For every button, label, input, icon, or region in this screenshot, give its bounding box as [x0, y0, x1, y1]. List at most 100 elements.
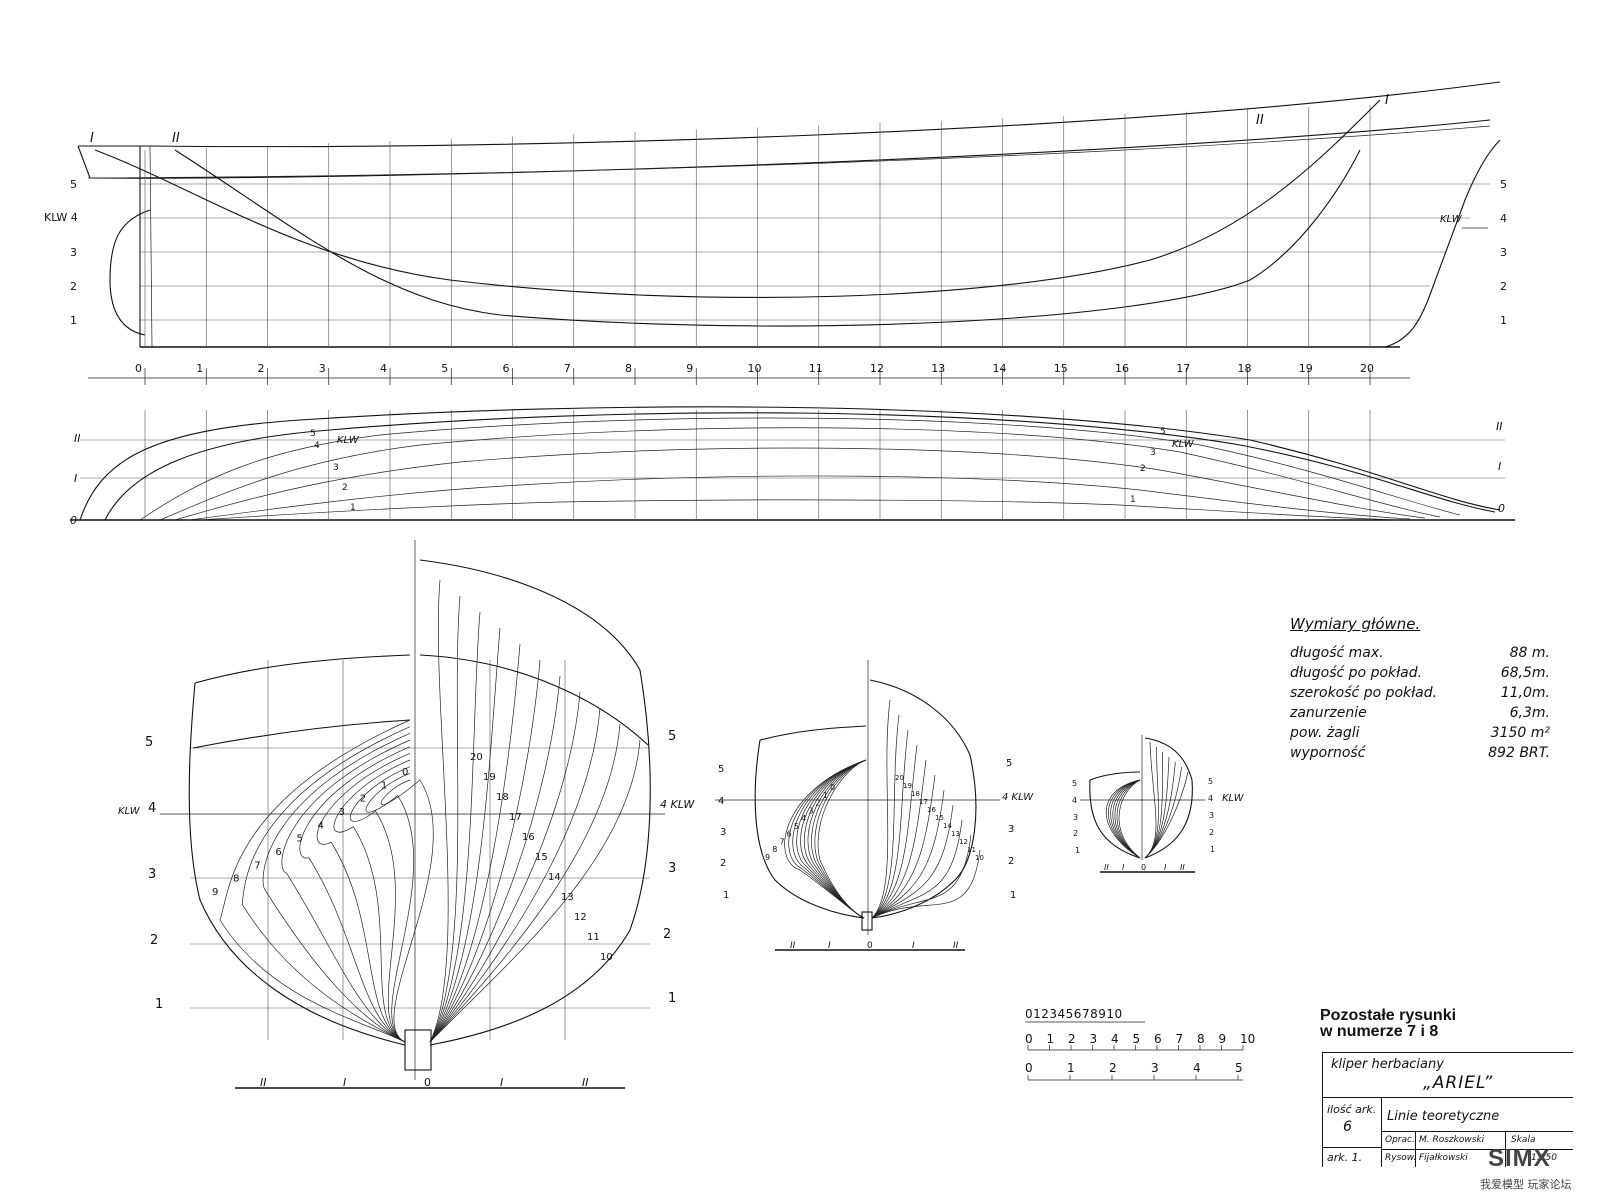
profile-station-label: 2	[258, 362, 265, 375]
bl-aft-section-label: 7	[254, 860, 260, 871]
bl-aft-section-curve	[349, 766, 411, 1043]
dimension-row: długość po pokład.68,5m.	[1290, 663, 1550, 683]
title-block-header: kliper herbaciany „ARIEL”	[1323, 1053, 1573, 1098]
profile-station-label: 13	[931, 362, 945, 375]
scale-label: Skala	[1511, 1135, 1536, 1145]
bl-aft-section-curve	[241, 726, 411, 1043]
scale-bar-3-label: 1	[1067, 1061, 1075, 1075]
profile-wl-label: 2	[1500, 280, 1507, 293]
bl-fore-section-curve	[429, 595, 461, 1043]
hb-label: II	[74, 432, 81, 445]
profile-wl-label: 5	[70, 178, 77, 191]
bs-wl-label: 3	[1073, 813, 1078, 822]
bl-fore-section-curve	[429, 691, 581, 1043]
designed-label: Oprac.	[1385, 1135, 1415, 1145]
bl-aft-section-curve	[262, 733, 411, 1043]
bl-wl-label: 5	[668, 729, 676, 744]
dimensions-title: Wymiary główne.	[1290, 615, 1421, 633]
vessel-type: kliper herbaciany	[1331, 1057, 1444, 1072]
bm-aft-section-label: 5	[794, 822, 799, 831]
bm-fore-section-label: 18	[911, 790, 920, 798]
bm-fore-section-curve	[871, 834, 972, 919]
bl-fore-section-curve	[429, 659, 541, 1043]
profile-station-label: 15	[1054, 362, 1068, 375]
bm-wl-label: 5	[1006, 758, 1012, 769]
watermark-subtitle: 我爱模型 玩家论坛	[1480, 1178, 1572, 1191]
bl-wl-label: 5	[145, 735, 153, 750]
bm-aft-section-curve	[807, 759, 867, 919]
bl-wl-label: 2	[150, 933, 158, 948]
bl-wl-label: 4 KLW	[660, 798, 695, 811]
bl-fore-section-curve	[429, 675, 561, 1043]
bm-wl-label: 4	[718, 796, 724, 807]
profile-station-label: 18	[1238, 362, 1252, 375]
bs-aft-section-curve	[1112, 779, 1141, 859]
bl-fore-section-curve	[429, 611, 481, 1043]
hb-curve-label: KLW	[337, 435, 360, 446]
bs-wl-label: 1	[1210, 845, 1215, 854]
hb-label: I	[1498, 460, 1501, 473]
profile-station-label: 6	[503, 362, 510, 375]
dimension-value: 892 BRT.	[1488, 745, 1550, 761]
bl-aft-section-label: 9	[212, 887, 218, 898]
bs-wl-label: 2	[1209, 828, 1214, 837]
bm-fore-section-curve	[871, 699, 891, 919]
bl-fore-section-label: 10	[600, 952, 613, 963]
bm-fore-section-curve	[871, 759, 927, 919]
bm-aft-section-label: 4	[801, 814, 806, 823]
bm-fore-section-curve	[871, 729, 909, 919]
bm-fore-section-curve	[871, 804, 954, 919]
bm-fore-section-curve	[871, 849, 981, 919]
scale-value: 1:150	[1531, 1153, 1557, 1163]
scale-bar-2-label: 6	[1154, 1032, 1162, 1046]
bl-fore-section-label: 20	[470, 752, 483, 763]
bl-wl-label: 3	[668, 861, 676, 876]
designer-name: M. Roszkowski	[1419, 1135, 1485, 1145]
bm-base-label: I	[828, 941, 831, 951]
bl-aft-section-curve	[333, 759, 411, 1043]
bl-base-label: II	[582, 1076, 589, 1089]
bm-wl-label: 3	[1008, 824, 1014, 835]
profile-wl-label: 1	[1500, 314, 1507, 327]
scale-bar-3-label: 5	[1235, 1061, 1243, 1075]
hb-label: II	[1496, 420, 1503, 433]
bl-fore-section-curve	[429, 579, 449, 1043]
profile-klw-label: KLW	[1440, 214, 1463, 225]
profile-wl-label: 3	[1500, 246, 1507, 259]
bm-fore-section-label: 13	[951, 830, 960, 838]
bm-fore-section-curve	[871, 774, 936, 919]
bm-aft-section-label: 8	[772, 845, 777, 854]
bl-base-label: I	[343, 1076, 346, 1089]
dimension-value: 3150 m²	[1490, 725, 1550, 741]
other-drawings-line2: w numerze 7 i 8	[1320, 1023, 1439, 1040]
scale-bar-2-label: 3	[1090, 1032, 1098, 1046]
dimension-value: 88 m.	[1509, 645, 1550, 661]
bs-wl-label: 5	[1072, 779, 1077, 788]
drawn-label: Rysow.	[1385, 1153, 1417, 1163]
bl-aft-section-label: 8	[233, 874, 239, 885]
bm-wl-label: 2	[720, 858, 726, 869]
profile-buttock-label: II	[172, 131, 180, 146]
bl-wl-label: 4	[148, 801, 156, 816]
dimension-value: 11,0m.	[1500, 685, 1550, 701]
profile-wl-label: 5	[1500, 178, 1507, 191]
bl-fore-section-label: 16	[522, 832, 535, 843]
hb-curve-label: 1	[350, 503, 356, 513]
bs-aft-section-curve	[1110, 779, 1141, 859]
hb-curve-label: 3	[1150, 448, 1156, 458]
bs-base-label: I	[1164, 863, 1167, 872]
title-block: kliper herbaciany „ARIEL” ilość ark. 6 a…	[1322, 1052, 1573, 1167]
bm-fore-section-label: 12	[959, 838, 968, 846]
bl-base-label: II	[260, 1076, 267, 1089]
profile-station-label: 8	[625, 362, 632, 375]
bm-fore-section-curve	[871, 714, 900, 919]
hb-curve-label: 2	[1140, 464, 1146, 474]
bl-aft-section-label: 6	[275, 847, 281, 858]
vessel-name: „ARIEL”	[1423, 1073, 1494, 1093]
profile-station-label: 0	[135, 362, 142, 375]
bs-base-label: I	[1122, 863, 1125, 872]
profile-station-label: 19	[1299, 362, 1313, 375]
scale-bar-2-label: 1	[1047, 1032, 1055, 1046]
bl-aft-section-curve	[281, 739, 411, 1043]
